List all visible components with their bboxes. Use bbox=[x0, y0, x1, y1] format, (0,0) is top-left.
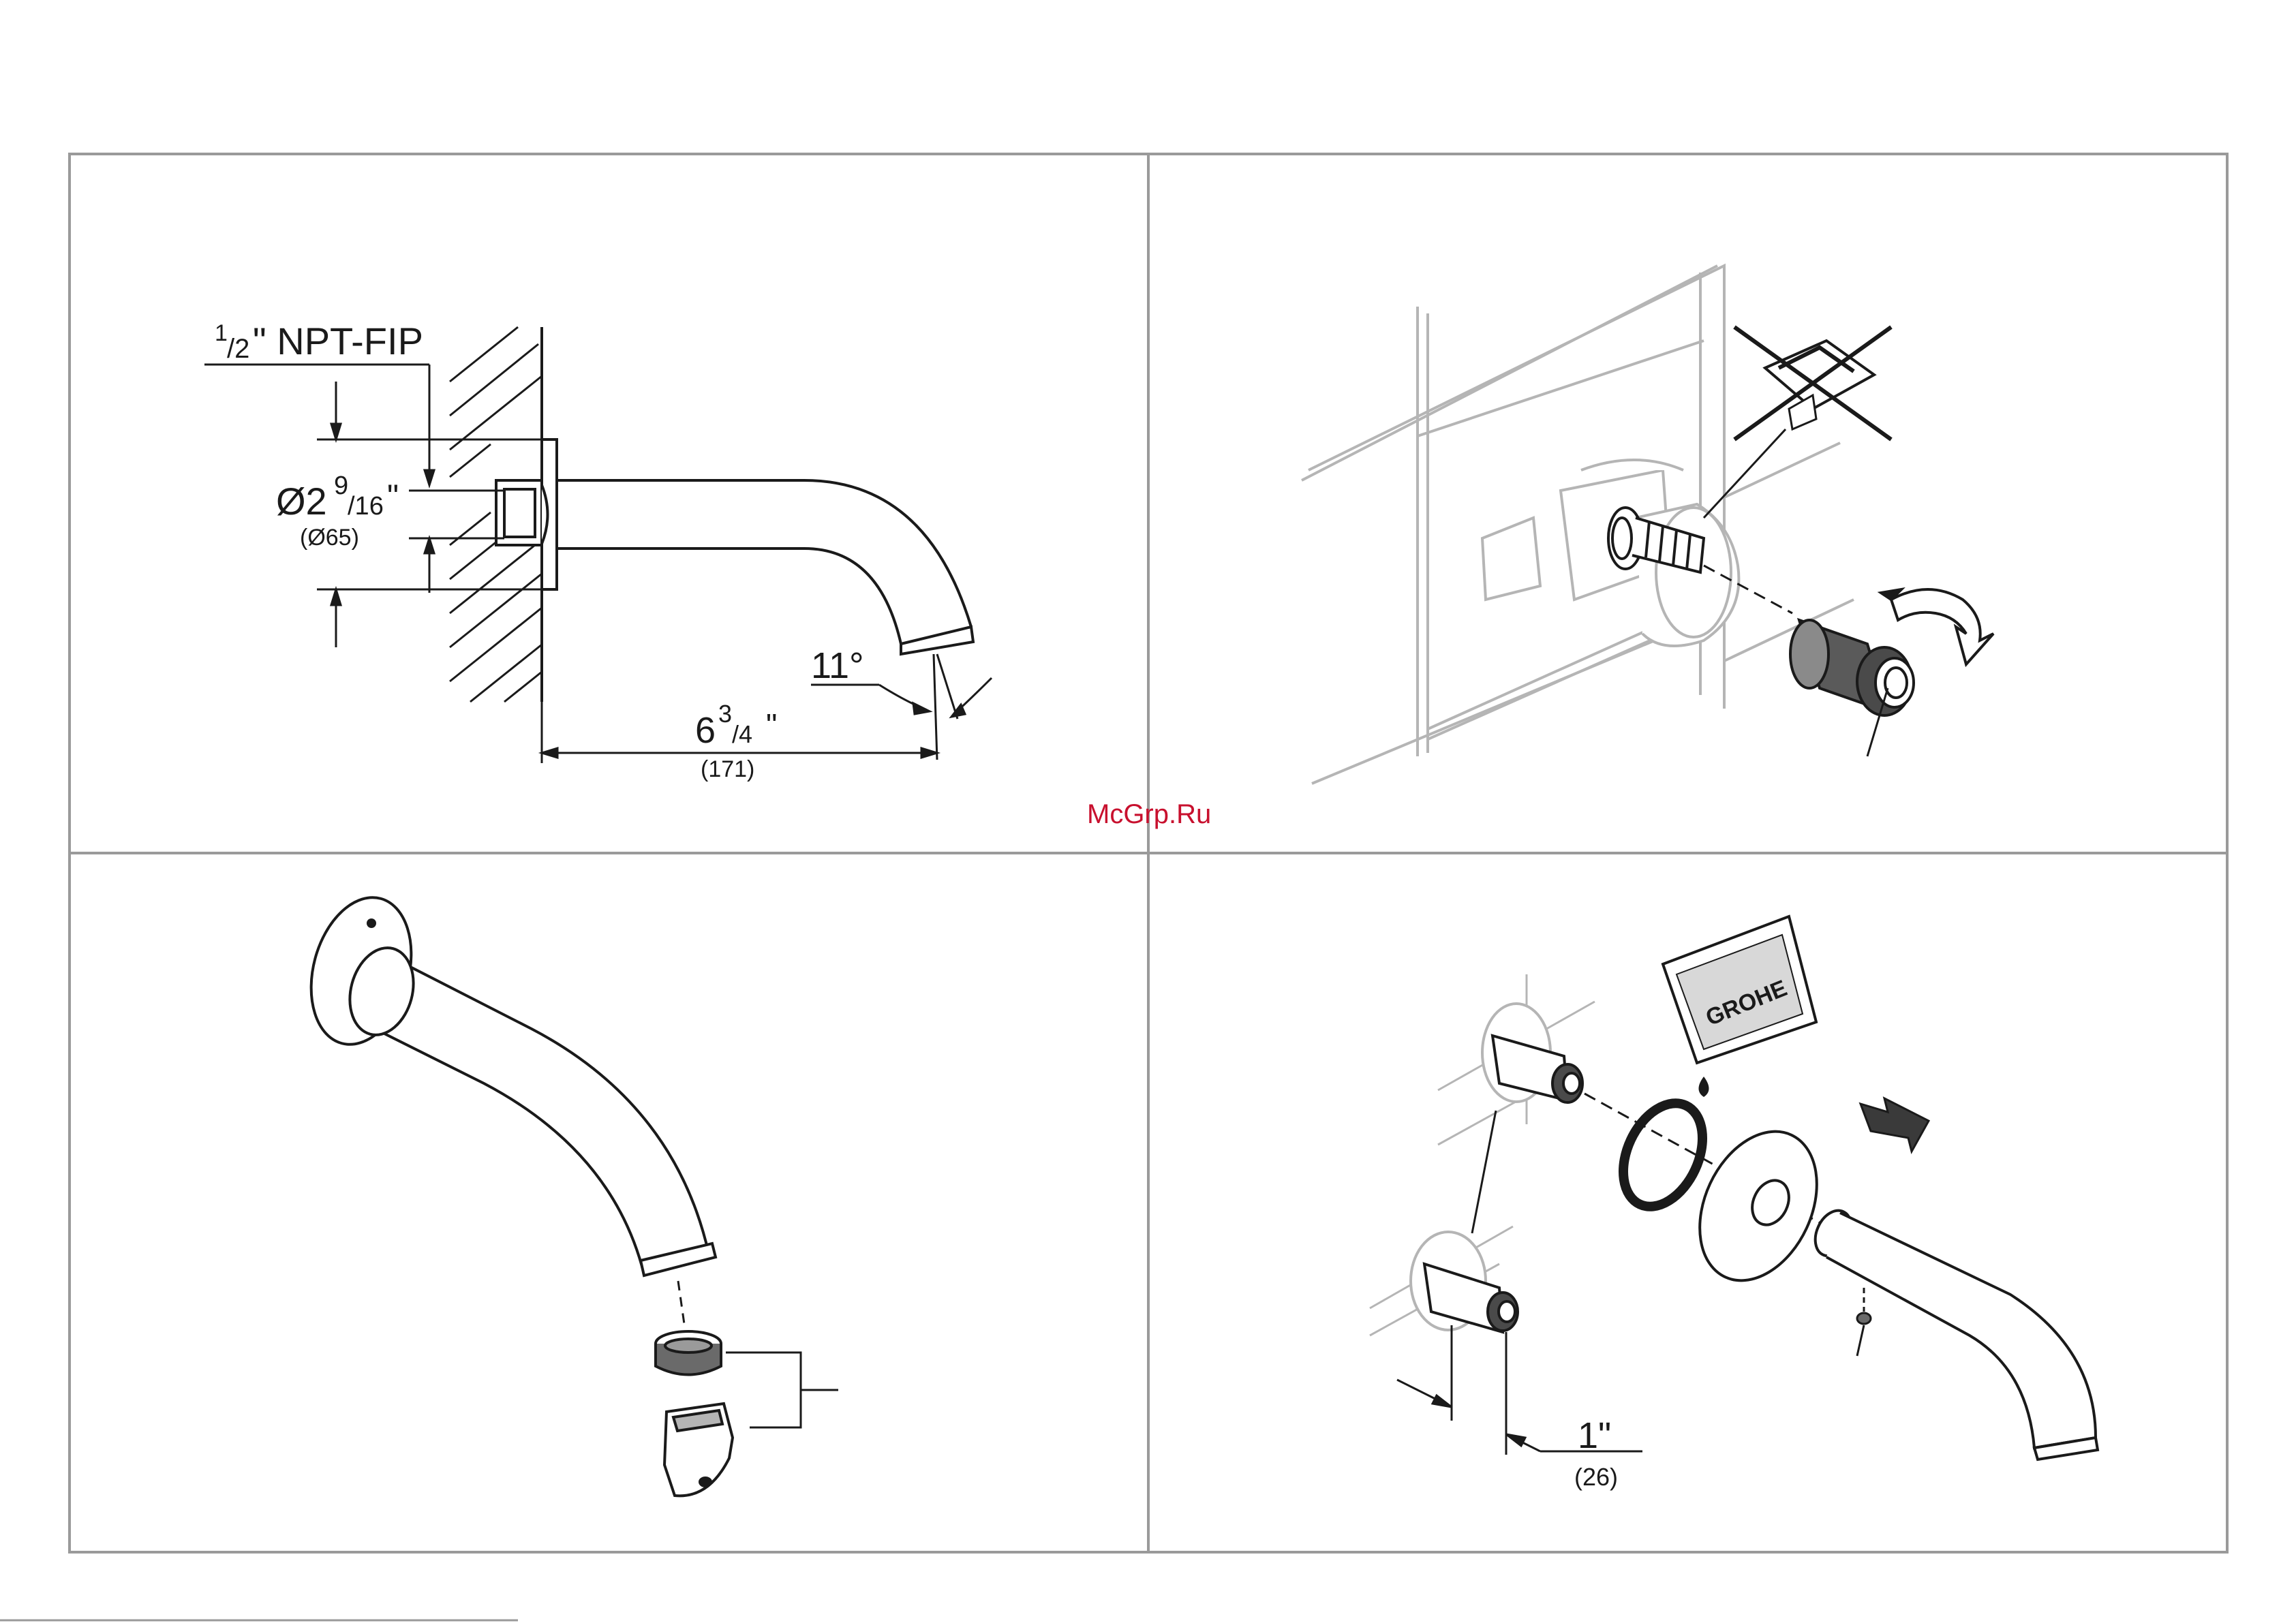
aerator-axis bbox=[678, 1281, 685, 1329]
panel-dimensions: 1 /2 " NPT-FIP Ø2 9 /16 " (Ø65) bbox=[204, 320, 992, 782]
brand-mark bbox=[367, 918, 376, 928]
length-numerator: 3 bbox=[718, 700, 732, 728]
spout-perspective bbox=[296, 886, 716, 1276]
inset-mm: (26) bbox=[1574, 1463, 1618, 1491]
length-label: 6 3 /4 " bbox=[695, 700, 777, 751]
thread-suffix: " NPT-FIP bbox=[253, 320, 423, 362]
push-arrow-icon bbox=[1861, 1098, 1929, 1151]
thread-whole: 1 bbox=[215, 320, 228, 346]
length-main: 6 bbox=[695, 710, 716, 751]
adapter-fitting bbox=[1790, 620, 1914, 715]
bracket-leader bbox=[726, 1352, 838, 1427]
watermark: McGrp.Ru bbox=[1087, 799, 1211, 829]
length-denominator: /4 bbox=[732, 720, 752, 748]
thread-fraction: /2 bbox=[227, 334, 249, 364]
aerator-insert bbox=[656, 1331, 721, 1375]
spout-profile bbox=[557, 480, 973, 654]
panel-aerator bbox=[296, 886, 838, 1496]
inset-inch: 1" bbox=[1578, 1415, 1611, 1456]
connector-top bbox=[1482, 1004, 1582, 1102]
diameter-main: Ø2 bbox=[276, 480, 327, 523]
o-ring bbox=[1608, 1091, 1718, 1220]
grease-packet: GROHE bbox=[1663, 916, 1816, 1097]
connector-link-line bbox=[1472, 1111, 1496, 1233]
length-quote: " bbox=[766, 707, 777, 743]
panel-assembly: GROHE 1" (26) bbox=[1370, 916, 2098, 1491]
diameter-label: Ø2 9 /16 " bbox=[276, 472, 399, 523]
spout-assembly bbox=[1808, 1205, 2098, 1459]
panel-connector-install bbox=[1302, 266, 1993, 784]
angle-label: 11° bbox=[811, 645, 864, 686]
set-screw bbox=[1857, 1288, 1871, 1356]
diameter-mm: (Ø65) bbox=[300, 525, 359, 551]
diameter-numerator: 9 bbox=[334, 472, 348, 500]
no-grease-icon bbox=[1704, 327, 1891, 518]
diameter-quote: " bbox=[387, 479, 399, 515]
thread-leader bbox=[204, 365, 434, 485]
thread-label: 1 /2 " NPT-FIP bbox=[215, 320, 423, 364]
aerator-key bbox=[664, 1404, 733, 1496]
length-mm: (171) bbox=[701, 756, 754, 782]
diameter-denominator: /16 bbox=[348, 492, 384, 521]
connector-bottom bbox=[1411, 1232, 1518, 1332]
